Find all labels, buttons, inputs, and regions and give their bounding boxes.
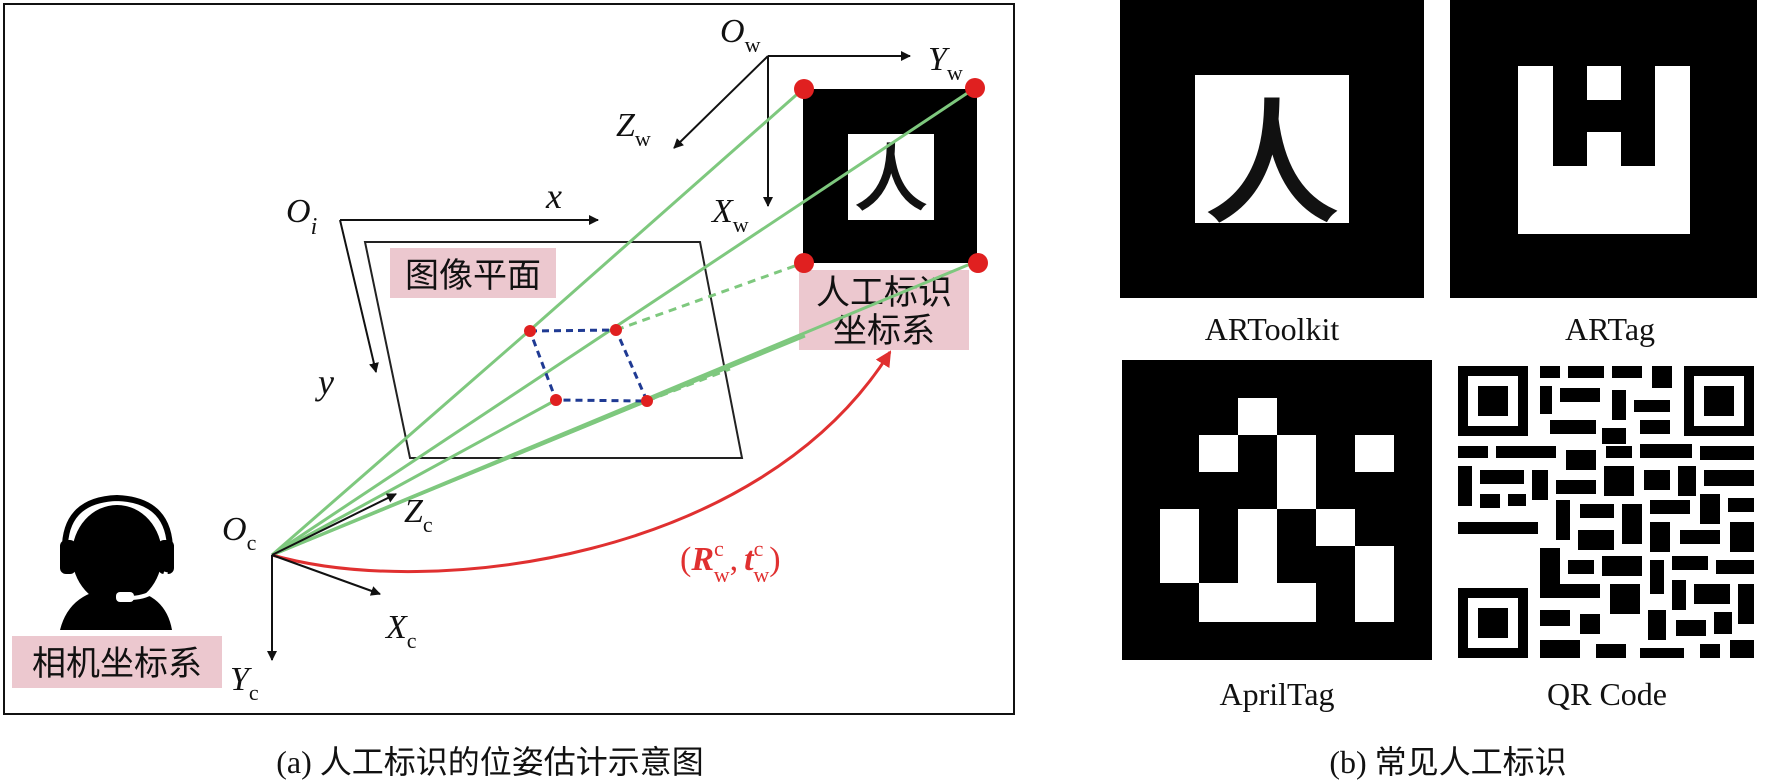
panel-b: 人 ARToolkit ARTag — [1120, 0, 1758, 780]
projection-rays — [271, 86, 976, 557]
apriltag-label: AprilTag — [1219, 676, 1334, 712]
world-x-label: Xw — [710, 193, 749, 237]
panel-b-caption: (b) 常见人工标识 — [1329, 744, 1566, 780]
artoolkit-label: ARToolkit — [1205, 311, 1340, 347]
world-axes: Ow Yw Zw Xw — [616, 13, 963, 237]
projected-quad — [527, 328, 650, 403]
panel-a: 图像平面 Oi x y Ow Yw Zw Xw 人 人工标识 — [3, 3, 1015, 780]
image-origin-label: Oi — [286, 193, 317, 240]
artag-marker — [1450, 0, 1757, 298]
world-marker-glyph: 人 — [855, 137, 927, 221]
world-origin-label: Ow — [720, 13, 761, 57]
image-plane — [363, 241, 744, 459]
feature-points — [524, 78, 988, 407]
camera-z-label: Zc — [404, 493, 433, 537]
image-plane-label-box: 图像平面 — [390, 248, 556, 298]
panel-a-caption: (a) 人工标识的位姿估计示意图 — [276, 744, 704, 780]
camera-origin-label: Oc — [222, 511, 257, 555]
artoolkit-marker: 人 — [1120, 0, 1424, 298]
panel-a-frame — [3, 3, 1015, 715]
world-y-label: Yw — [928, 41, 963, 85]
apriltag-marker — [1122, 360, 1432, 660]
camera-x-label: Xc — [384, 609, 417, 653]
image-x-label: x — [545, 176, 562, 216]
camera-axes: Oc Zc Xc Yc — [222, 493, 433, 705]
image-plane-label: 图像平面 — [405, 257, 541, 295]
qr-code-label: QR Code — [1547, 676, 1667, 712]
world-z-label: Zw — [616, 107, 651, 151]
artoolkit-glyph: 人 — [1206, 88, 1338, 242]
camera-frame-label: 相机坐标系 — [32, 645, 202, 683]
camera-frame-label-box: 相机坐标系 — [12, 636, 222, 688]
world-marker: 人 — [803, 89, 977, 263]
marker-frame-label-line2: 坐标系 — [833, 312, 935, 350]
camera-operator-icon — [60, 494, 174, 630]
transform-arc — [271, 350, 892, 574]
camera-y-label: Yc — [230, 661, 259, 705]
marker-frame-label-box: 人工标识 坐标系 — [799, 270, 969, 350]
artag-label: ARTag — [1565, 311, 1655, 347]
image-y-label: y — [315, 362, 334, 402]
image-axes: Oi x y — [286, 176, 599, 402]
qr-code-marker — [1454, 362, 1758, 662]
